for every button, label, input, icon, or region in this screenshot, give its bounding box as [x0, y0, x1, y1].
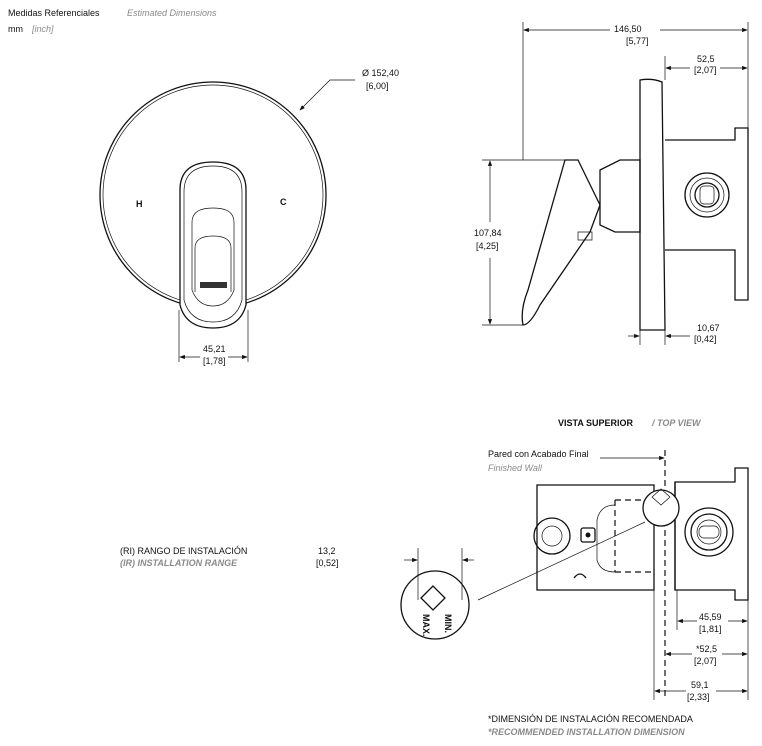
max-label: MAX.	[421, 614, 431, 637]
header-title-en: Estimated Dimensions	[127, 8, 217, 18]
callout-line	[477, 521, 646, 601]
diameter-in: [6,00]	[366, 81, 389, 91]
range-mm: 13,2	[318, 546, 336, 556]
header-unit-inch: [inch]	[31, 24, 54, 34]
depth-mm: 146,50	[614, 24, 642, 34]
height-mm: 107,84	[474, 228, 502, 238]
min-label: MIN.	[443, 614, 453, 633]
top-view: VISTA SUPERIOR / TOP VIEW Pared con Acab…	[120, 418, 749, 737]
wall-label-en: Finished Wall	[488, 463, 543, 473]
dim3-in: [2,33]	[687, 692, 710, 702]
dim2-in: [2,07]	[694, 656, 717, 666]
plate-mm: 10,67	[697, 323, 720, 333]
handle-width-in: [1,78]	[203, 356, 226, 366]
dim1-mm: 45,59	[699, 612, 722, 622]
diameter-mm: Ø 152,40	[362, 68, 399, 78]
range-marker-detail	[400, 570, 470, 640]
height-in: [4,25]	[476, 241, 499, 251]
range-in: [0,52]	[316, 558, 339, 568]
note-en: *RECOMMENDED INSTALLATION DIMENSION	[488, 727, 685, 737]
range-marker-small	[642, 489, 680, 527]
depth-in: [5,77]	[626, 36, 649, 46]
side-view: 146,50 [5,77] 52,5 [2,07] 107,84 [4,25] …	[474, 22, 749, 345]
body-depth-mm: 52,5	[697, 54, 715, 64]
logo-badge	[200, 282, 227, 288]
plate-in: [0,42]	[694, 334, 717, 344]
body-depth-in: [2,07]	[694, 65, 717, 75]
top-view-title-en: / TOP VIEW	[651, 418, 702, 428]
handle-width-mm: 45,21	[203, 344, 226, 354]
hot-label: H	[136, 199, 143, 209]
cold-label: C	[280, 197, 287, 207]
wall-label-es: Pared con Acabado Final	[488, 449, 589, 459]
front-view: H C Ø 152,40 [6,00] 45,21 [1,78]	[99, 68, 399, 366]
header-unit-mm: mm	[8, 24, 23, 34]
dim3-mm: 59,1	[691, 680, 709, 690]
header-title-es: Medidas Referenciales	[8, 8, 100, 18]
note-es: *DIMENSIÓN DE INSTALACIÓN RECOMENDADA	[488, 714, 693, 724]
range-label-en: (IR) INSTALLATION RANGE	[120, 558, 238, 568]
top-view-title-es: VISTA SUPERIOR	[558, 418, 634, 428]
range-label-es: (RI) RANGO DE INSTALACIÓN	[120, 546, 247, 556]
dim2-mm: *52,5	[696, 644, 717, 654]
dim1-in: [1,81]	[699, 624, 722, 634]
